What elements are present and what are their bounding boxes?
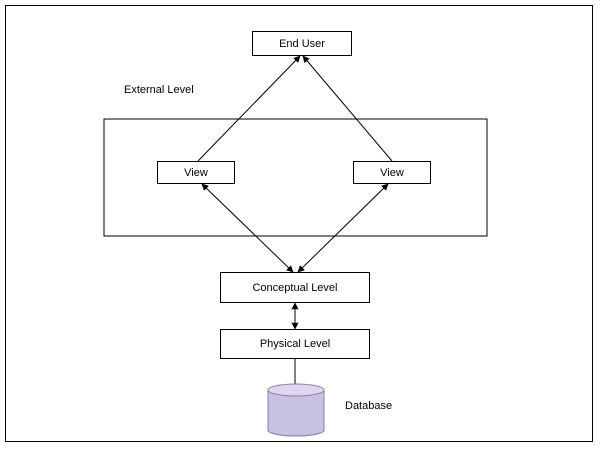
arrow-view-right-to-end-user — [302, 55, 393, 162]
diagram-frame — [5, 5, 593, 442]
physical-level-box: Physical Level — [220, 329, 370, 359]
arrow-view-left-to-end-user — [197, 55, 301, 162]
physical-level-label: Physical Level — [259, 338, 331, 350]
view-left-label: View — [184, 166, 208, 179]
database-label: Database — [345, 400, 393, 412]
conceptual-level-label: Conceptual Level — [252, 281, 338, 294]
arrow-view-left-conceptual — [201, 183, 294, 273]
external-level-container — [103, 118, 488, 237]
end-user-label: End User — [279, 37, 325, 50]
view-right-label: View — [380, 166, 404, 179]
end-user-box: End User — [252, 31, 352, 56]
database-cylinder-icon — [267, 383, 325, 437]
view-right-box: View — [353, 161, 431, 184]
conceptual-level-box: Conceptual Level — [220, 272, 370, 303]
view-left-box: View — [157, 161, 235, 184]
external-level-label: External Level — [124, 84, 194, 96]
arrow-view-right-conceptual — [297, 183, 389, 273]
